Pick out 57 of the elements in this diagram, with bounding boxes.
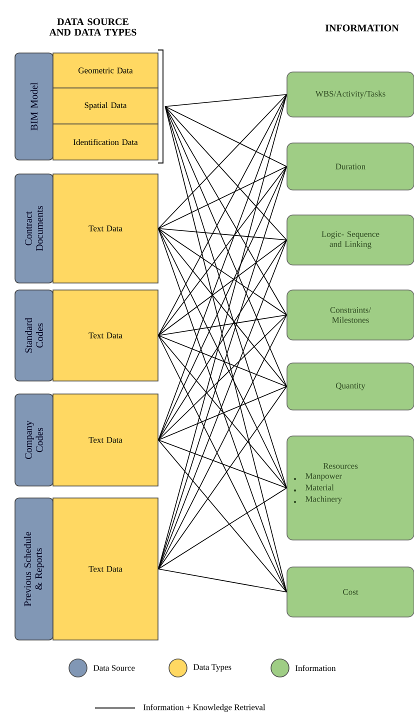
connector-line <box>158 240 287 336</box>
source-box: BIM Model <box>14 52 54 160</box>
bracket <box>158 50 164 164</box>
connector-line <box>164 106 287 316</box>
connector-line <box>158 94 287 336</box>
information-box: Cost <box>286 566 414 618</box>
data-type-box: Geometric Data <box>52 52 158 88</box>
connector-line <box>158 228 287 240</box>
connector-line <box>158 440 287 592</box>
data-type-box: Spatial Data <box>52 88 158 124</box>
connector-line <box>158 228 287 387</box>
source-box: Previous Schedule & Reports <box>14 498 54 640</box>
connector-line <box>158 228 287 316</box>
connector-line <box>158 166 287 440</box>
information-box: Quantity <box>286 362 414 410</box>
legend-label: Data Source <box>93 665 135 671</box>
connector-line <box>158 386 287 440</box>
connector-line <box>158 568 287 592</box>
connector-line <box>164 106 287 167</box>
source-box: Contract Documents <box>14 174 54 284</box>
source-box: Company Codes <box>14 394 54 486</box>
source-box: Standard Codes <box>14 290 54 382</box>
legend-label: Information <box>296 664 336 672</box>
connector-line <box>158 94 287 229</box>
information-box: Constraints/ Milestones <box>286 290 414 340</box>
information-box: Logic- Sequence and Linking <box>286 214 414 266</box>
data-type-box: Identification Data <box>52 124 158 160</box>
connector-line <box>158 386 287 570</box>
heading: INFORMATION <box>325 24 399 32</box>
information-box: Resources Manpower Material Machinery <box>286 436 414 540</box>
connector-line <box>158 335 287 488</box>
data-type-box: Text Data <box>52 394 158 486</box>
information-box: WBS/Activity/Tasks <box>286 72 414 118</box>
connector-line <box>158 166 287 229</box>
data-type-box: Text Data <box>52 290 158 382</box>
connector-line <box>158 228 287 488</box>
connector-line <box>158 488 287 570</box>
connector-line <box>158 240 287 440</box>
information-box: Duration <box>286 142 414 190</box>
heading: DATA SOURCE AND DATA TYPES <box>49 18 136 36</box>
connector-line <box>158 314 287 440</box>
connector-line <box>164 94 287 107</box>
connector-line <box>164 106 287 240</box>
connector-line <box>158 94 287 440</box>
legend-label: Data Types <box>193 664 232 672</box>
connector-line <box>164 106 287 387</box>
legend-label: Information + Knowledge Retrieval <box>144 704 266 712</box>
connector-line <box>158 335 287 592</box>
connector-line <box>158 314 287 336</box>
connector-line <box>164 106 287 488</box>
connector-line <box>158 440 287 488</box>
connector-line <box>158 314 287 570</box>
connector-line <box>158 335 287 387</box>
connector-line <box>158 166 287 570</box>
data-type-box: Text Data <box>52 498 158 640</box>
connector-line <box>158 166 287 336</box>
data-type-box: Text Data <box>52 174 158 284</box>
